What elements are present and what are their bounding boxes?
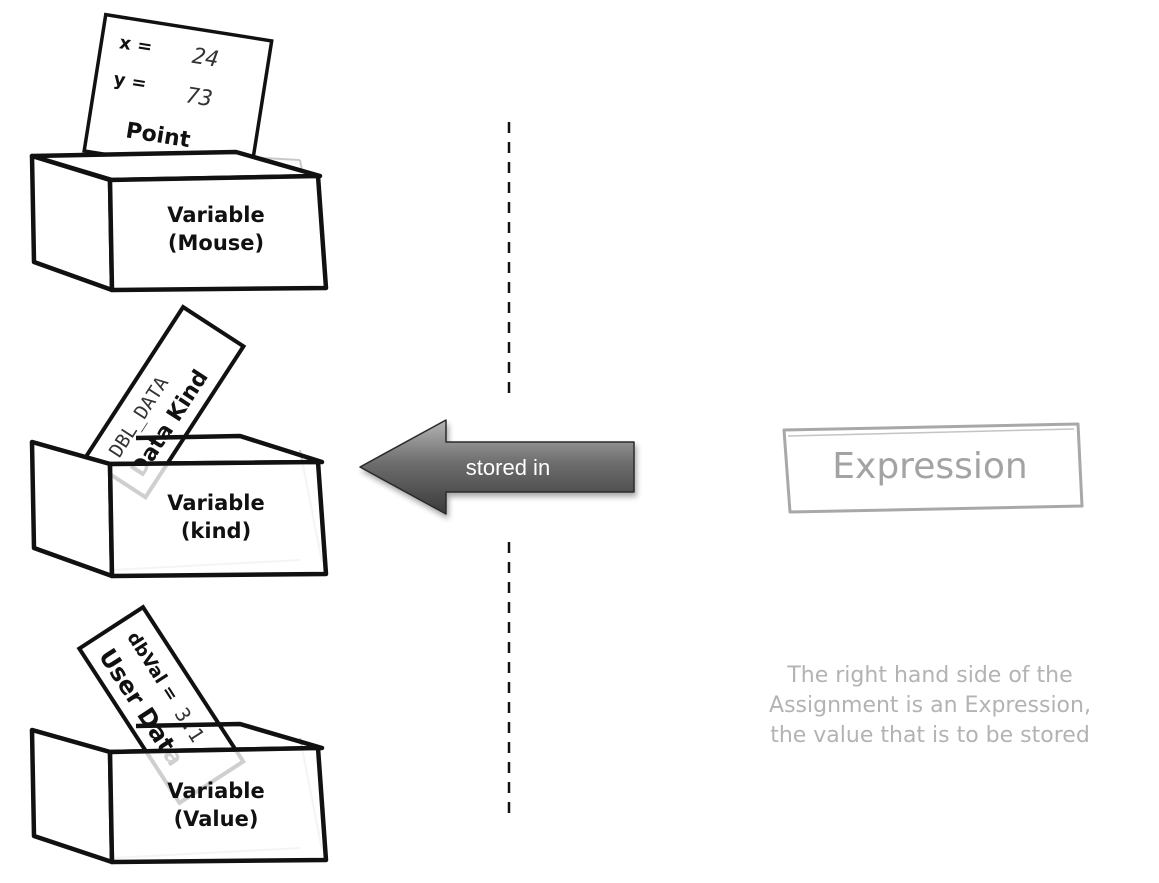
variable-name: (kind) <box>181 519 251 543</box>
card-field-value: 24 <box>190 44 220 73</box>
variable-box-mouse: x = 24 y = 73 Point Variable (Mouse) <box>29 12 329 293</box>
box-front <box>29 149 329 293</box>
box-front <box>29 721 329 865</box>
expression-box: Expression <box>782 422 1084 514</box>
expression-note: The right hand side of the Assignment is… <box>769 663 1091 748</box>
note-line: the value that is to be stored <box>770 723 1090 748</box>
variable-name: (Mouse) <box>168 231 264 255</box>
box-front <box>29 433 329 579</box>
card-field-value: 73 <box>184 83 214 112</box>
variable-name: (Value) <box>174 807 259 831</box>
variable-box-value: dbVal = 3.1 User Data Variable (Value) <box>29 604 329 865</box>
arrow-label: stored in <box>466 455 550 480</box>
card-field-name: x = <box>118 32 154 58</box>
variable-label: Variable <box>167 203 264 227</box>
expression-label: Expression <box>832 446 1027 487</box>
variable-box-kind: DBL_DATA Data Kind Variable (kind) <box>29 304 329 579</box>
stored-in-arrow: stored in <box>359 419 635 515</box>
variable-label: Variable <box>167 491 264 515</box>
variable-label: Variable <box>167 779 264 803</box>
note-line: Assignment is an Expression, <box>769 693 1091 718</box>
card-field-name: y = <box>112 69 148 95</box>
point-card: x = 24 y = 73 Point <box>82 12 274 180</box>
note-line: The right hand side of the <box>786 663 1072 688</box>
